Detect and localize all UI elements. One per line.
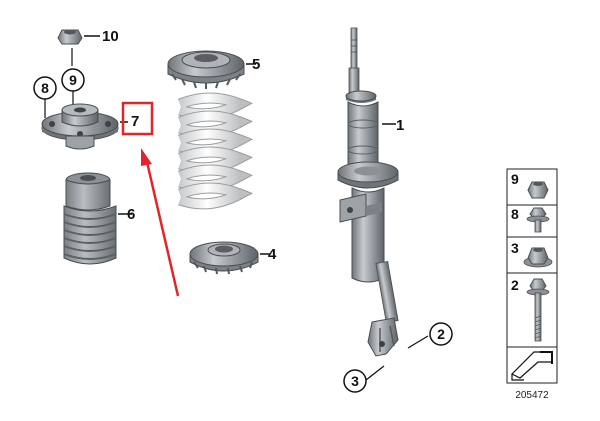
nut-icon — [527, 181, 549, 199]
callout-3-label: 3 — [351, 373, 359, 389]
callout-4-label: 4 — [268, 246, 277, 263]
part-4-lower-spring-seat: 4 — [189, 241, 277, 275]
legend-2-label: 2 — [511, 277, 519, 293]
flange-bolt-icon — [526, 207, 550, 233]
callout-9-label: 9 — [69, 72, 77, 88]
flange-nut-icon — [523, 247, 553, 268]
part-7-strut-mount — [41, 103, 128, 150]
part-10-nut: 10 — [57, 28, 119, 45]
legend-8-label: 8 — [511, 206, 519, 222]
callout-7-highlight: 7 — [121, 101, 154, 136]
legend-9-label: 9 — [511, 171, 519, 187]
callout-2-label: 2 — [437, 326, 445, 342]
callout-7-label: 7 — [131, 113, 139, 130]
part-5-upper-spring-seat: 5 — [167, 50, 260, 89]
diagram-reference-number: 205472 — [515, 390, 549, 401]
long-bolt-icon — [526, 278, 550, 342]
coil-spring — [177, 92, 254, 210]
callout-9: 9 — [61, 48, 85, 108]
part-6-protection-boot: 6 — [63, 172, 135, 265]
callout-6-label: 6 — [127, 206, 135, 223]
callout-10-label: 10 — [102, 28, 119, 45]
callout-5-label: 5 — [252, 56, 260, 73]
callout-3: 3 — [343, 365, 385, 393]
hardware-legend: 9 8 3 2 205472 — [506, 168, 558, 401]
red-arrow — [141, 148, 180, 297]
catalog-arrow-icon — [510, 351, 553, 381]
part-1-shock-absorber: 1 — [337, 27, 404, 357]
legend-3-label: 3 — [511, 240, 519, 256]
callout-8: 8 — [33, 76, 57, 118]
callout-8-label: 8 — [41, 80, 49, 96]
callout-1-label: 1 — [396, 117, 404, 134]
callout-2: 2 — [407, 322, 453, 349]
